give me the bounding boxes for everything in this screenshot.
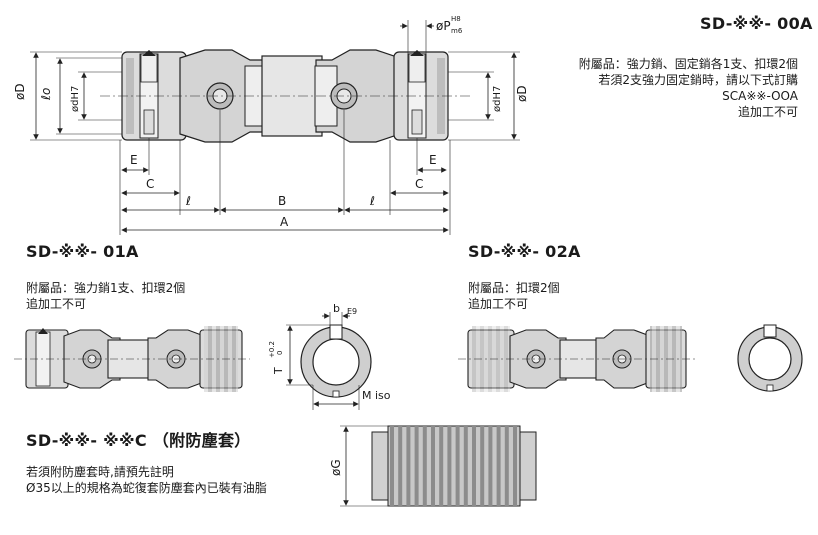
- note-boot: 若須附防塵套時,請預先註明 Ø35以上的規格為蛇復套防塵套內已裝有油脂: [26, 464, 267, 496]
- dim-T-tol-lower: 0: [276, 351, 284, 355]
- bellows-rib: [447, 426, 452, 506]
- model-02a-title: SD-※※- 02A: [468, 242, 581, 261]
- bellows-rib: [422, 426, 427, 506]
- dim-A: A: [280, 215, 289, 229]
- note-00a-line-2: 若須2支強力固定銷時，請以下式訂購: [598, 73, 798, 87]
- dim-E9: E9: [347, 307, 357, 316]
- joint-01a-view: [14, 326, 250, 392]
- dim-dH7-left: ødH7: [70, 86, 81, 112]
- joint-02a-view: [458, 324, 803, 392]
- dim-B: B: [278, 194, 286, 208]
- dim-dH7-right: ødH7: [492, 86, 503, 112]
- dim-D-left: øD: [13, 83, 27, 100]
- note-01a: 附屬品：強力銷1支、扣環2個 追加工不可: [26, 280, 185, 312]
- bellows-rib: [513, 426, 517, 506]
- dim-G: øG: [329, 459, 343, 476]
- dim-T: T: [272, 367, 285, 375]
- bellows-rib: [398, 426, 403, 506]
- note-boot-line-2: Ø35以上的規格為蛇復套防塵套內已裝有油脂: [26, 481, 267, 495]
- note-01a-line-1: 附屬品：強力銷1支、扣環2個: [26, 281, 186, 295]
- dim-T-tol-upper: +0.2: [268, 341, 276, 358]
- bellows-rib: [406, 426, 411, 506]
- bellows-rib: [431, 426, 435, 506]
- dim-E-right: E: [429, 153, 437, 167]
- bellows-rib: [480, 426, 485, 506]
- bellows-rib: [496, 426, 501, 506]
- main-joint-view: [100, 49, 470, 143]
- dim-E-left: E: [130, 153, 138, 167]
- dim-b: b: [333, 302, 340, 315]
- dim-l0: ℓo: [39, 88, 53, 101]
- dust-boot-view: [340, 425, 537, 507]
- bellows-rib: [488, 426, 493, 506]
- dim-P-tol-upper: H8: [451, 15, 461, 23]
- note-00a-line-1: 附屬品：強力銷、固定銷各1支、扣環2個: [578, 57, 798, 71]
- bellows-rib: [439, 426, 444, 506]
- note-02a-line-1: 附屬品：扣環2個: [468, 281, 560, 295]
- model-01a-title: SD-※※- 01A: [26, 242, 139, 261]
- note-01a-line-2: 追加工不可: [26, 297, 87, 311]
- dim-l-left: ℓ: [185, 194, 191, 208]
- bellows-rib: [472, 426, 476, 506]
- dim-D-right: øD: [515, 85, 529, 102]
- note-00a-line-4: 追加工不可: [737, 105, 798, 119]
- dim-P-tol-lower: m6: [451, 27, 463, 35]
- note-00a-line-3: SCA※※-OOA: [722, 89, 798, 103]
- bellows-rib: [390, 426, 394, 506]
- note-02a-line-2: 追加工不可: [468, 297, 529, 311]
- note-00a: 附屬品：強力銷、固定銷各1支、扣環2個 若須2支強力固定銷時，請以下式訂購 SC…: [538, 56, 798, 120]
- model-00a-title: SD-※※- 00A: [700, 14, 813, 33]
- dim-P: øP: [436, 19, 451, 33]
- bellows-rib: [463, 426, 468, 506]
- bellows-rib: [414, 426, 419, 506]
- dim-C-left: C: [146, 177, 154, 191]
- bore-section-view: [286, 312, 372, 410]
- bellows-rib: [504, 426, 509, 506]
- dim-l-right: ℓ: [369, 194, 375, 208]
- note-02a: 附屬品：扣環2個 追加工不可: [468, 280, 560, 312]
- note-boot-line-1: 若須附防塵套時,請預先註明: [26, 465, 174, 479]
- dim-M: M iso: [362, 389, 391, 402]
- main-dimensions: [30, 20, 520, 235]
- dim-C-right: C: [415, 177, 423, 191]
- model-boot-title: SD-※※- ※※C （附防塵套）: [26, 431, 251, 450]
- bellows-rib: [455, 426, 460, 506]
